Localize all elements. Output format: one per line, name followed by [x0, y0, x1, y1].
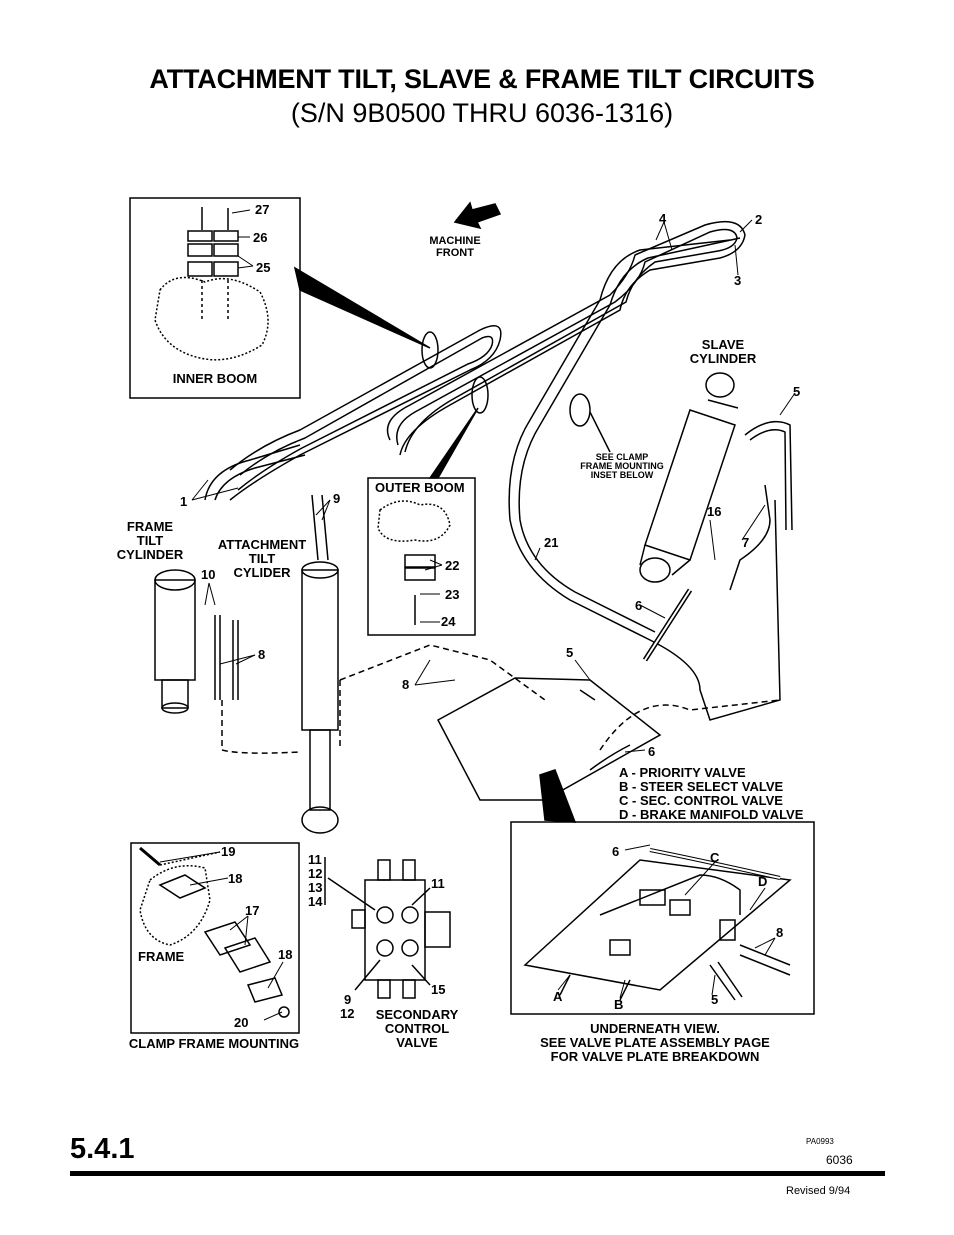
clamp-frame-label: CLAMP FRAME MOUNTING — [129, 1036, 299, 1051]
inner-boom-label: INNER BOOM — [173, 371, 258, 386]
callout-11-stack: 11 — [308, 852, 322, 867]
machine-front-label-2: FRONT — [436, 247, 474, 259]
callout-9-top: 9 — [333, 491, 340, 506]
see-clamp-label-3: INSET BELOW — [591, 470, 654, 480]
callout-d: D — [758, 874, 767, 889]
callout-18-bottom: 18 — [278, 947, 292, 962]
frame-tilt-label: FRAME — [127, 519, 174, 534]
see-clamp-label-2: FRAME MOUNTING — [580, 461, 664, 471]
outer-boom-inset — [367, 477, 476, 636]
slave-cylinder-label-2: CYLINDER — [690, 351, 757, 366]
attachment-tilt-label: ATTACHMENT — [218, 537, 306, 552]
callout-b: B — [614, 997, 623, 1012]
valve-d-legend: D - BRAKE MANIFOLD VALVE — [619, 807, 804, 822]
underneath-view-label-2: SEE VALVE PLATE ASSEMBLY PAGE — [540, 1035, 770, 1050]
callout-14: 14 — [308, 894, 323, 909]
callout-5-mid: 5 — [566, 645, 573, 660]
footer-rule — [70, 1171, 885, 1176]
callout-13: 13 — [308, 880, 322, 895]
callout-1: 1 — [180, 494, 187, 509]
callout-4: 4 — [659, 211, 667, 226]
callout-6-inset: 6 — [612, 844, 619, 859]
callout-23: 23 — [445, 587, 459, 602]
valve-plate — [436, 677, 662, 801]
attachment-tilt-label-3: CYLIDER — [233, 565, 291, 580]
callout-25: 25 — [256, 260, 270, 275]
underneath-view-inset — [510, 821, 815, 1015]
callout-27: 27 — [255, 202, 269, 217]
figure-ref: PA0993 — [806, 1137, 834, 1146]
callout-18-top: 18 — [228, 871, 242, 886]
callout-22: 22 — [445, 558, 459, 573]
callout-5-inset: 5 — [711, 992, 718, 1007]
callout-8-mid: 8 — [402, 677, 409, 692]
valve-c-legend: C - SEC. CONTROL VALVE — [619, 793, 783, 808]
frame-tilt-label-2: TILT — [137, 533, 164, 548]
revised-date: Revised 9/94 — [786, 1185, 851, 1197]
secondary-control-valve — [351, 859, 451, 999]
callout-9-bottom: 9 — [344, 992, 351, 1007]
callout-16: 16 — [707, 504, 721, 519]
clamp-frame-inset — [130, 842, 300, 1034]
machine-front-label: MACHINE — [429, 235, 480, 247]
callout-17: 17 — [245, 903, 259, 918]
callout-a: A — [553, 989, 563, 1004]
frame-label: FRAME — [138, 949, 185, 964]
callout-10: 10 — [201, 567, 215, 582]
valve-b-legend: B - STEER SELECT VALVE — [619, 779, 784, 794]
callout-19: 19 — [221, 844, 235, 859]
callout-21: 21 — [544, 535, 558, 550]
callout-12-stack: 12 — [308, 866, 322, 881]
frame-tilt-cylinder — [154, 569, 196, 714]
page-subtitle: (S/N 9B0500 THRU 6036-1316) — [290, 98, 674, 128]
attachment-tilt-label-2: TILT — [249, 551, 276, 566]
callout-8-inset: 8 — [776, 925, 783, 940]
section-number: 5.4.1 — [70, 1133, 135, 1165]
machine-front-arrow — [453, 201, 502, 230]
inset-pointer — [293, 266, 431, 349]
callout-6-mid: 6 — [648, 744, 655, 759]
outer-boom-label: OUTER BOOM — [375, 480, 465, 495]
callout-11-right: 11 — [431, 876, 445, 891]
secondary-control-label-2: CONTROL — [385, 1021, 449, 1036]
valve-a-legend: A - PRIORITY VALVE — [619, 765, 746, 780]
see-clamp-label: SEE CLAMP — [596, 452, 649, 462]
frame-tilt-label-3: CYLINDER — [117, 547, 184, 562]
callout-c: C — [710, 850, 720, 865]
inner-boom-inset — [129, 197, 301, 399]
attachment-tilt-cylinder — [301, 561, 339, 834]
callout-24: 24 — [441, 614, 456, 629]
callout-12-bottom: 12 — [340, 1006, 354, 1021]
callout-7: 7 — [742, 535, 749, 550]
callout-8-left: 8 — [258, 647, 265, 662]
secondary-control-label-3: VALVE — [396, 1035, 438, 1050]
callout-5-right: 5 — [793, 384, 800, 399]
callout-26: 26 — [253, 230, 267, 245]
secondary-control-label: SECONDARY — [376, 1007, 459, 1022]
page-title: ATTACHMENT TILT, SLAVE & FRAME TILT CIRC… — [149, 64, 815, 94]
callout-20: 20 — [234, 1015, 248, 1030]
callout-3: 3 — [734, 273, 741, 288]
document-number: 6036 — [826, 1153, 853, 1167]
underneath-view-label-3: FOR VALVE PLATE BREAKDOWN — [551, 1049, 760, 1064]
callout-15: 15 — [431, 982, 445, 997]
callout-2: 2 — [755, 212, 762, 227]
underneath-view-label: UNDERNEATH VIEW. — [590, 1021, 720, 1036]
slave-cylinder — [639, 372, 739, 583]
callout-6-top: 6 — [635, 598, 642, 613]
slave-cylinder-label: SLAVE — [702, 337, 745, 352]
